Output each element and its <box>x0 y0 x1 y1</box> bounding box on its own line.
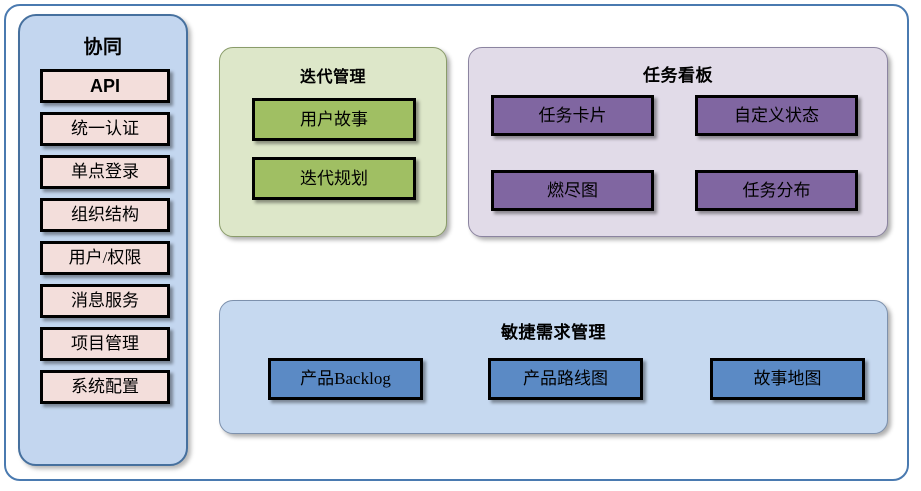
agile-item-product-backlog[interactable]: 产品Backlog <box>268 358 423 400</box>
task-board-item-task-distribution[interactable]: 任务分布 <box>695 170 858 211</box>
collaboration-item-user-permission[interactable]: 用户/权限 <box>40 241 170 275</box>
collaboration-item-unified-auth[interactable]: 统一认证 <box>40 112 170 146</box>
iteration-item-user-story[interactable]: 用户故事 <box>252 98 416 141</box>
agile-requirement-panel[interactable]: 敏捷需求管理 产品Backlog 产品路线图 故事地图 <box>219 300 888 434</box>
agile-item-story-map[interactable]: 故事地图 <box>710 358 865 400</box>
iteration-management-panel-title: 迭代管理 <box>299 69 366 86</box>
collaboration-item-sso[interactable]: 单点登录 <box>40 155 170 189</box>
agile-item-product-roadmap[interactable]: 产品路线图 <box>488 358 643 400</box>
collaboration-item-system-config[interactable]: 系统配置 <box>40 370 170 404</box>
collaboration-item-list: API 统一认证 单点登录 组织结构 用户/权限 消息服务 项目管理 系统配置 <box>40 69 170 413</box>
collaboration-item-api[interactable]: API <box>40 69 170 103</box>
agile-requirement-panel-title: 敏捷需求管理 <box>501 323 606 342</box>
collaboration-item-org-structure[interactable]: 组织结构 <box>40 198 170 232</box>
collaboration-item-project-management[interactable]: 项目管理 <box>40 327 170 361</box>
task-board-item-custom-status[interactable]: 自定义状态 <box>695 95 858 136</box>
collaboration-panel-title: 协同 <box>83 37 123 58</box>
task-board-panel[interactable]: 任务看板 任务卡片 自定义状态 燃尽图 任务分布 <box>468 47 888 237</box>
task-board-item-task-card[interactable]: 任务卡片 <box>491 95 654 136</box>
collaboration-item-message-service[interactable]: 消息服务 <box>40 284 170 318</box>
collaboration-panel[interactable]: 协同 API 统一认证 单点登录 组织结构 用户/权限 消息服务 项目管理 系统… <box>18 14 188 466</box>
iteration-item-iteration-planning[interactable]: 迭代规划 <box>252 157 416 200</box>
task-board-panel-title: 任务看板 <box>643 66 713 85</box>
iteration-management-panel[interactable]: 迭代管理 用户故事 迭代规划 <box>219 47 447 237</box>
task-board-item-burndown-chart[interactable]: 燃尽图 <box>491 170 654 211</box>
